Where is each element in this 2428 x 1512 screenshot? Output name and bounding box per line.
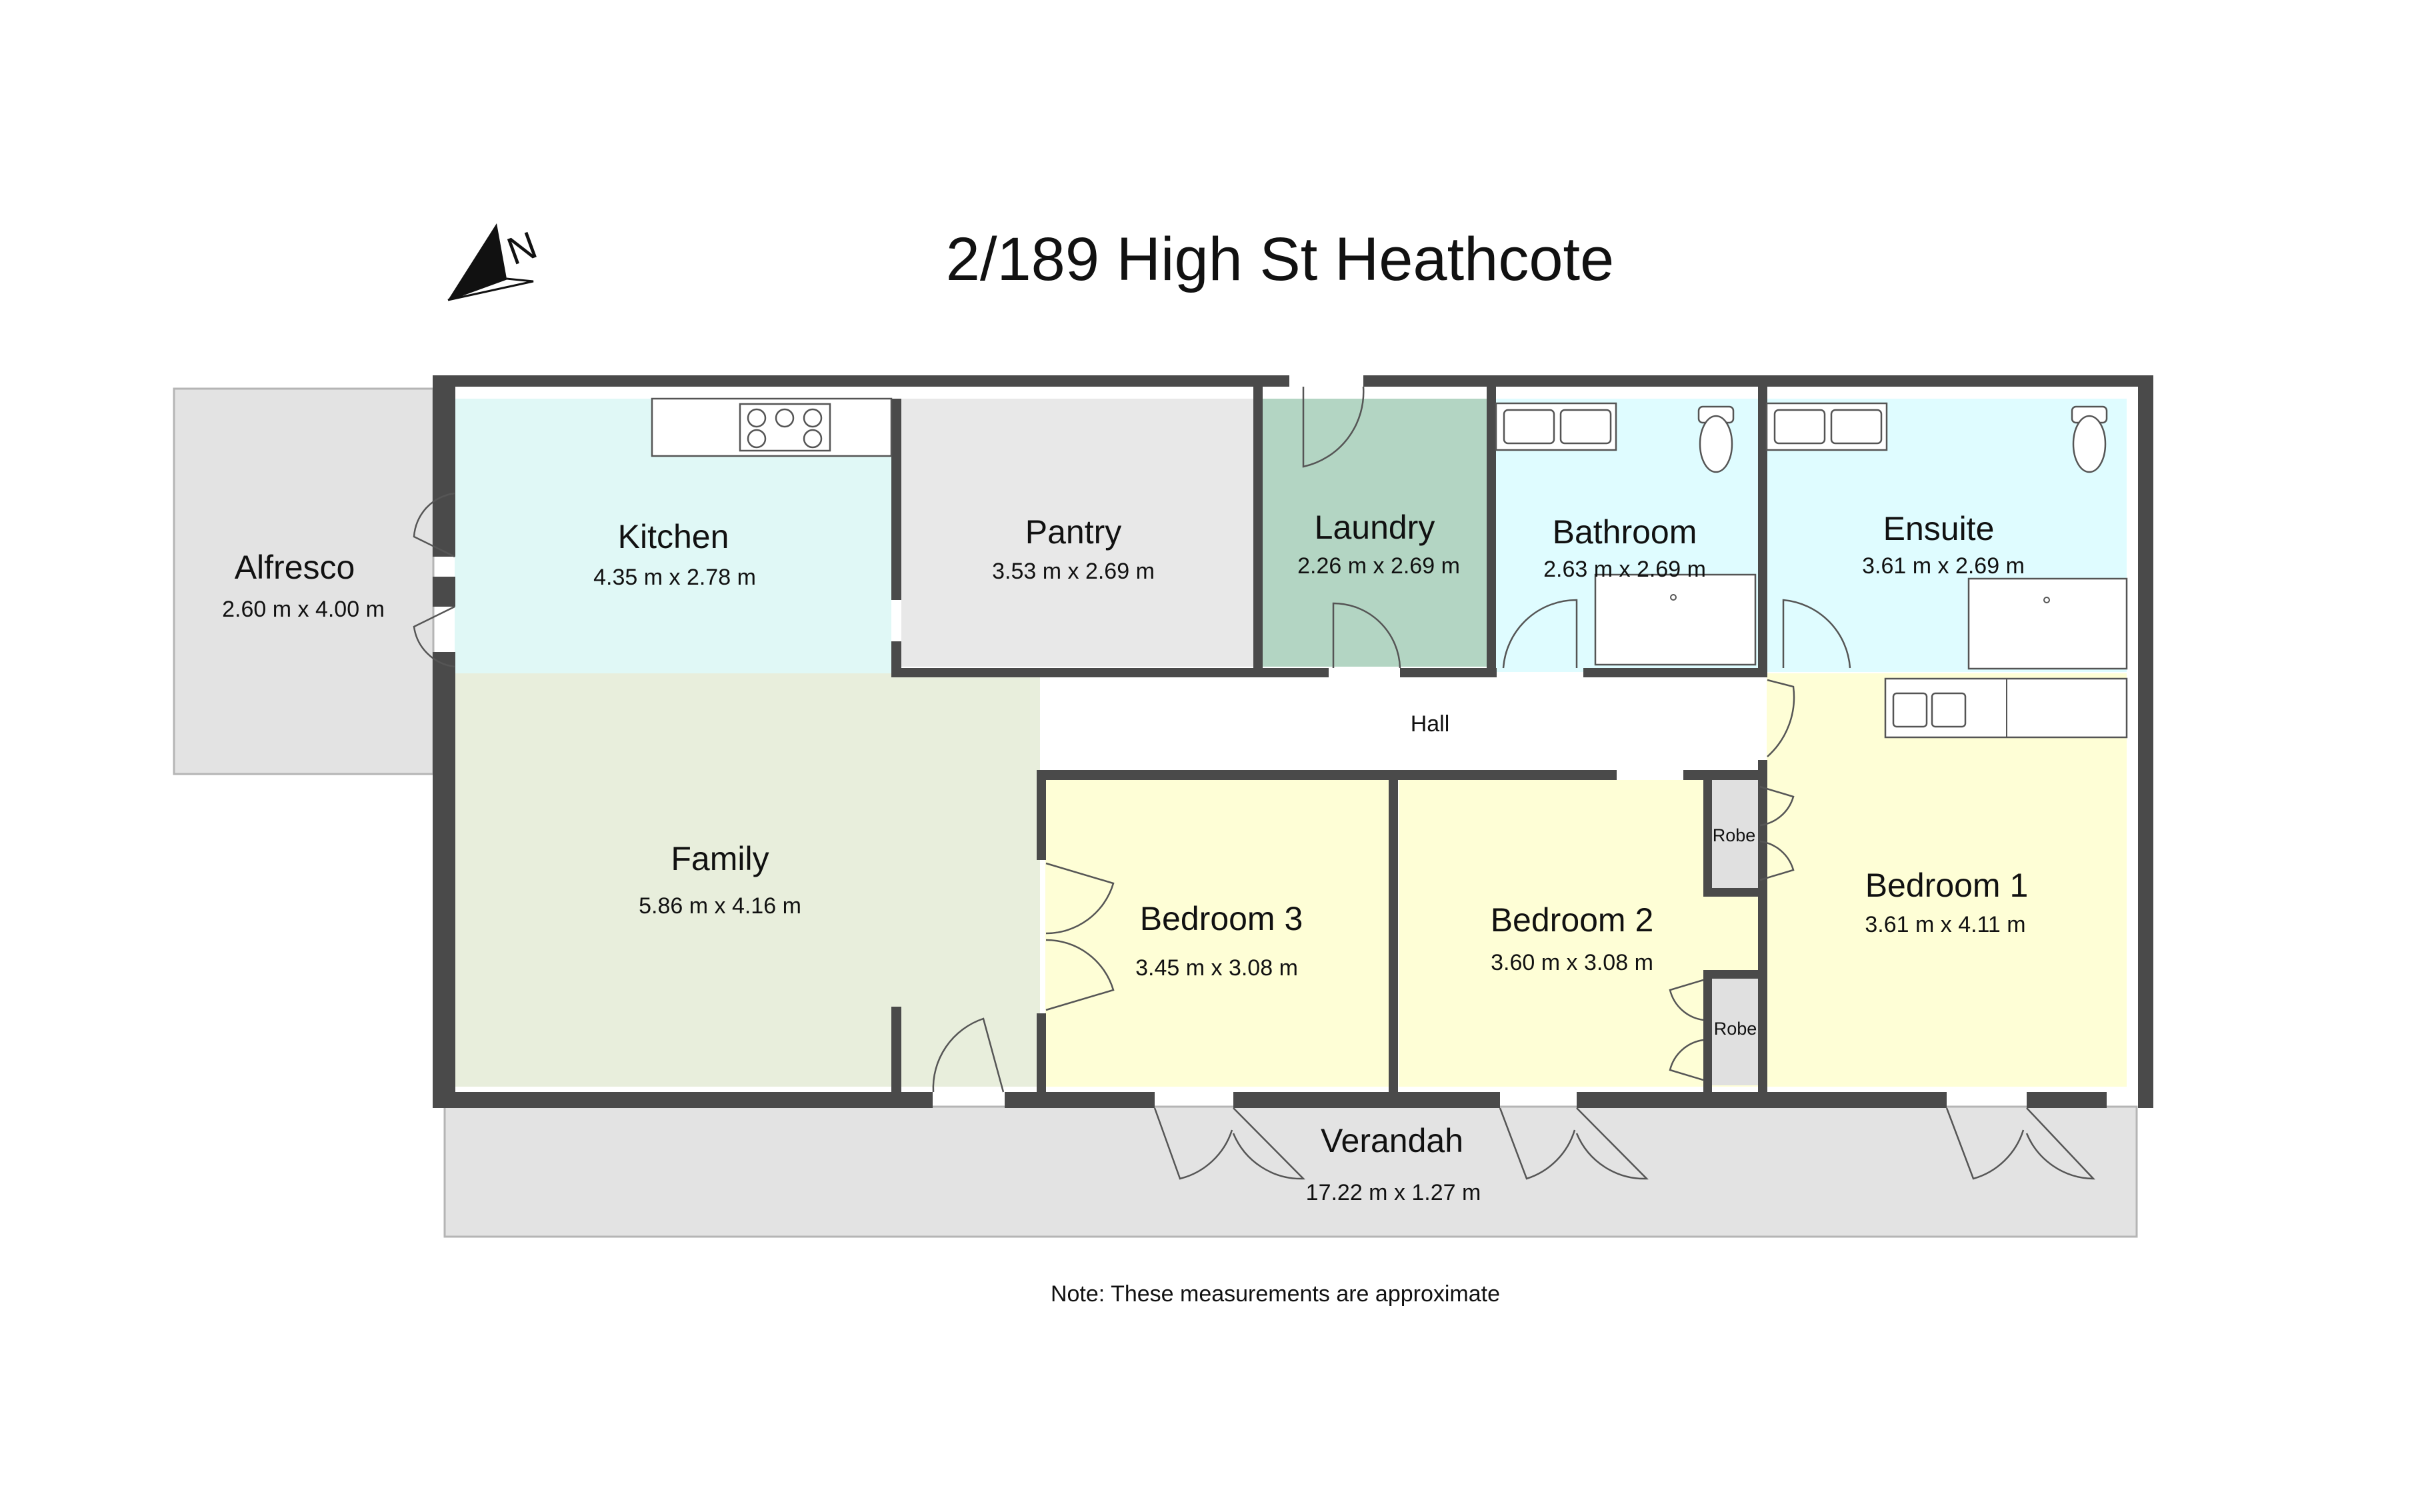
ensuite-shower bbox=[1967, 577, 2128, 670]
bedroom2-dim: 3.60 m x 3.08 m bbox=[1491, 950, 1653, 975]
bedroom3-area bbox=[1045, 780, 1389, 1087]
bedroom2-area bbox=[1399, 780, 1762, 1087]
bathroom-shower bbox=[1594, 573, 1757, 666]
family-area bbox=[455, 673, 1040, 1087]
bedroom1-area bbox=[1767, 673, 2127, 1087]
bathroom-vanity bbox=[1495, 402, 1617, 451]
kitchen-name: Kitchen bbox=[618, 518, 729, 555]
robe-lower-doors[interactable] bbox=[1669, 979, 1704, 1081]
ensuite-door[interactable] bbox=[1782, 599, 1851, 669]
alfresco-area bbox=[173, 387, 435, 775]
interior-walls bbox=[891, 387, 1767, 1108]
pantry-area bbox=[901, 399, 1253, 667]
laundry-door[interactable] bbox=[1332, 602, 1401, 669]
bathroom-name: Bathroom bbox=[1553, 513, 1697, 551]
bedroom2-verandah-doors[interactable] bbox=[1499, 1107, 1649, 1180]
kitchen-dim: 4.35 m x 2.78 m bbox=[593, 565, 756, 590]
ensuite-dim: 3.61 m x 2.69 m bbox=[1862, 553, 2025, 579]
verandah-dim: 17.22 m x 1.27 m bbox=[1306, 1180, 1481, 1205]
alfresco-name: Alfresco bbox=[235, 549, 355, 586]
bedroom1-verandah-doors[interactable] bbox=[1945, 1107, 2095, 1180]
bedroom1-sink-bench bbox=[1884, 677, 2128, 739]
verandah-name: Verandah bbox=[1321, 1122, 1463, 1159]
bedroom2-name: Bedroom 2 bbox=[1491, 901, 1654, 939]
bedroom3-dim: 3.45 m x 3.08 m bbox=[1135, 955, 1298, 981]
alfresco-double-door[interactable] bbox=[413, 492, 455, 668]
bathroom-door[interactable] bbox=[1502, 599, 1578, 669]
cooktop-icon bbox=[739, 403, 831, 452]
bedroom1-door[interactable] bbox=[1767, 679, 1795, 757]
robe-upper-doors[interactable] bbox=[1759, 785, 1795, 881]
robe-lower-area bbox=[1712, 973, 1760, 1085]
hall-name: Hall bbox=[1411, 711, 1450, 737]
bathroom-toilet-icon bbox=[1697, 405, 1735, 473]
robe-upper-name: Robe bbox=[1713, 825, 1756, 845]
ensuite-vanity bbox=[1765, 402, 1888, 451]
robe-upper-area bbox=[1712, 777, 1760, 891]
pantry-name: Pantry bbox=[1025, 513, 1122, 551]
bedroom1-name: Bedroom 1 bbox=[1865, 867, 2029, 904]
ensuite-name: Ensuite bbox=[1883, 510, 1995, 547]
family-name: Family bbox=[671, 840, 769, 877]
robe-lower-name: Robe bbox=[1714, 1019, 1757, 1039]
verandah-area bbox=[443, 1105, 2138, 1238]
laundry-name: Laundry bbox=[1315, 509, 1435, 546]
laundry-dim: 2.26 m x 2.69 m bbox=[1297, 553, 1460, 579]
laundry-outer-door[interactable] bbox=[1302, 386, 1365, 468]
north-label: N bbox=[501, 223, 543, 273]
alfresco-dim: 2.60 m x 4.00 m bbox=[222, 597, 385, 622]
north-arrow-icon: N bbox=[447, 223, 543, 301]
measurement-note: Note: These measurements are approximate bbox=[1051, 1281, 1500, 1307]
family-verandah-door[interactable] bbox=[932, 1017, 1005, 1093]
pantry-dim: 3.53 m x 2.69 m bbox=[992, 559, 1155, 584]
outer-walls bbox=[433, 375, 2153, 1108]
laundry-area bbox=[1262, 399, 1487, 667]
hall-area bbox=[1040, 673, 1763, 775]
family-dim: 5.86 m x 4.16 m bbox=[639, 893, 801, 919]
bathroom-dim: 2.63 m x 2.69 m bbox=[1543, 557, 1706, 582]
plan-title: 2/189 High St Heathcote bbox=[946, 225, 1614, 293]
bedroom3-verandah-doors[interactable] bbox=[1153, 1107, 1305, 1180]
bedroom3-name: Bedroom 3 bbox=[1140, 900, 1303, 937]
bedroom3-double-door[interactable] bbox=[1045, 862, 1115, 1011]
ensuite-toilet-icon bbox=[2071, 405, 2108, 473]
bedroom1-dim: 3.61 m x 4.11 m bbox=[1865, 912, 2025, 937]
